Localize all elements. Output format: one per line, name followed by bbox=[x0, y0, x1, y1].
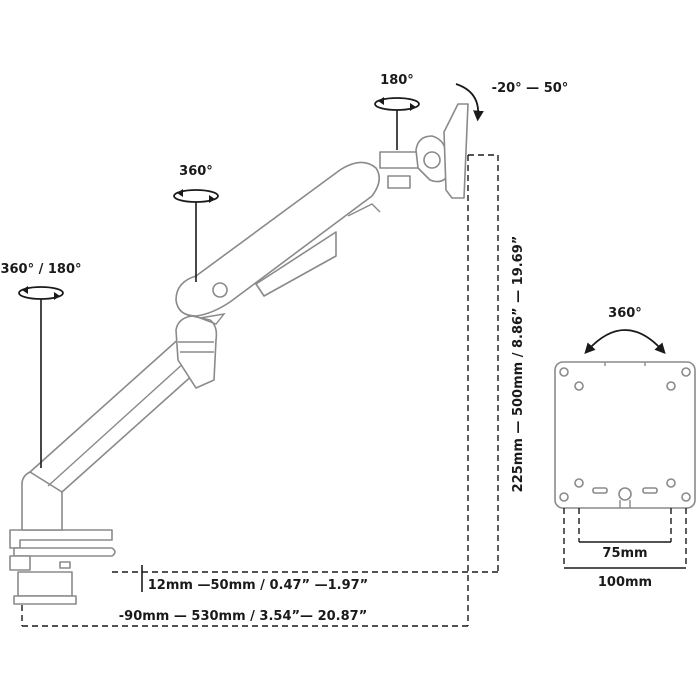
vesa-100-label: 100mm bbox=[598, 575, 652, 590]
tilt-label: -20° — 50° bbox=[492, 81, 569, 96]
vesa-plate bbox=[554, 361, 696, 509]
vesa-head bbox=[415, 103, 469, 199]
tilt-indicator: -20° — 50° bbox=[455, 81, 569, 122]
height-range-label: 225mm — 500mm / 8.86” — 19.69” bbox=[511, 236, 526, 493]
upper-arm bbox=[175, 151, 423, 325]
monitor-arm-illustration bbox=[9, 103, 469, 605]
reach-dimension: -90mm — 530mm / 3.54”— 20.87” bbox=[21, 605, 469, 627]
height-dimension: 225mm — 500mm / 8.86” — 19.69” bbox=[467, 154, 526, 605]
reach-range-label: -90mm — 530mm / 3.54”— 20.87” bbox=[119, 609, 367, 624]
base-rotation-indicator: 360° / 180° bbox=[0, 262, 82, 468]
clamp-dimension: 12mm —50mm / 0.47” —1.97” bbox=[112, 565, 498, 593]
arm-rotation-label: 360° bbox=[179, 164, 213, 179]
vesa-plate-detail: 360° 75mm 100mm bbox=[554, 306, 696, 590]
clamp-range-label: 12mm —50mm / 0.47” —1.97” bbox=[148, 578, 368, 593]
vesa-75-label: 75mm bbox=[602, 546, 647, 561]
base-rotation-label: 360° / 180° bbox=[0, 262, 81, 277]
head-rotation-label: 180° bbox=[380, 73, 414, 88]
arm-rotation-indicator: 360° bbox=[173, 164, 219, 282]
vesa-rotation-label: 360° bbox=[608, 306, 642, 321]
desk-clamp bbox=[9, 465, 116, 605]
head-rotation-indicator: 180° bbox=[374, 73, 420, 150]
lower-arm bbox=[29, 315, 218, 493]
